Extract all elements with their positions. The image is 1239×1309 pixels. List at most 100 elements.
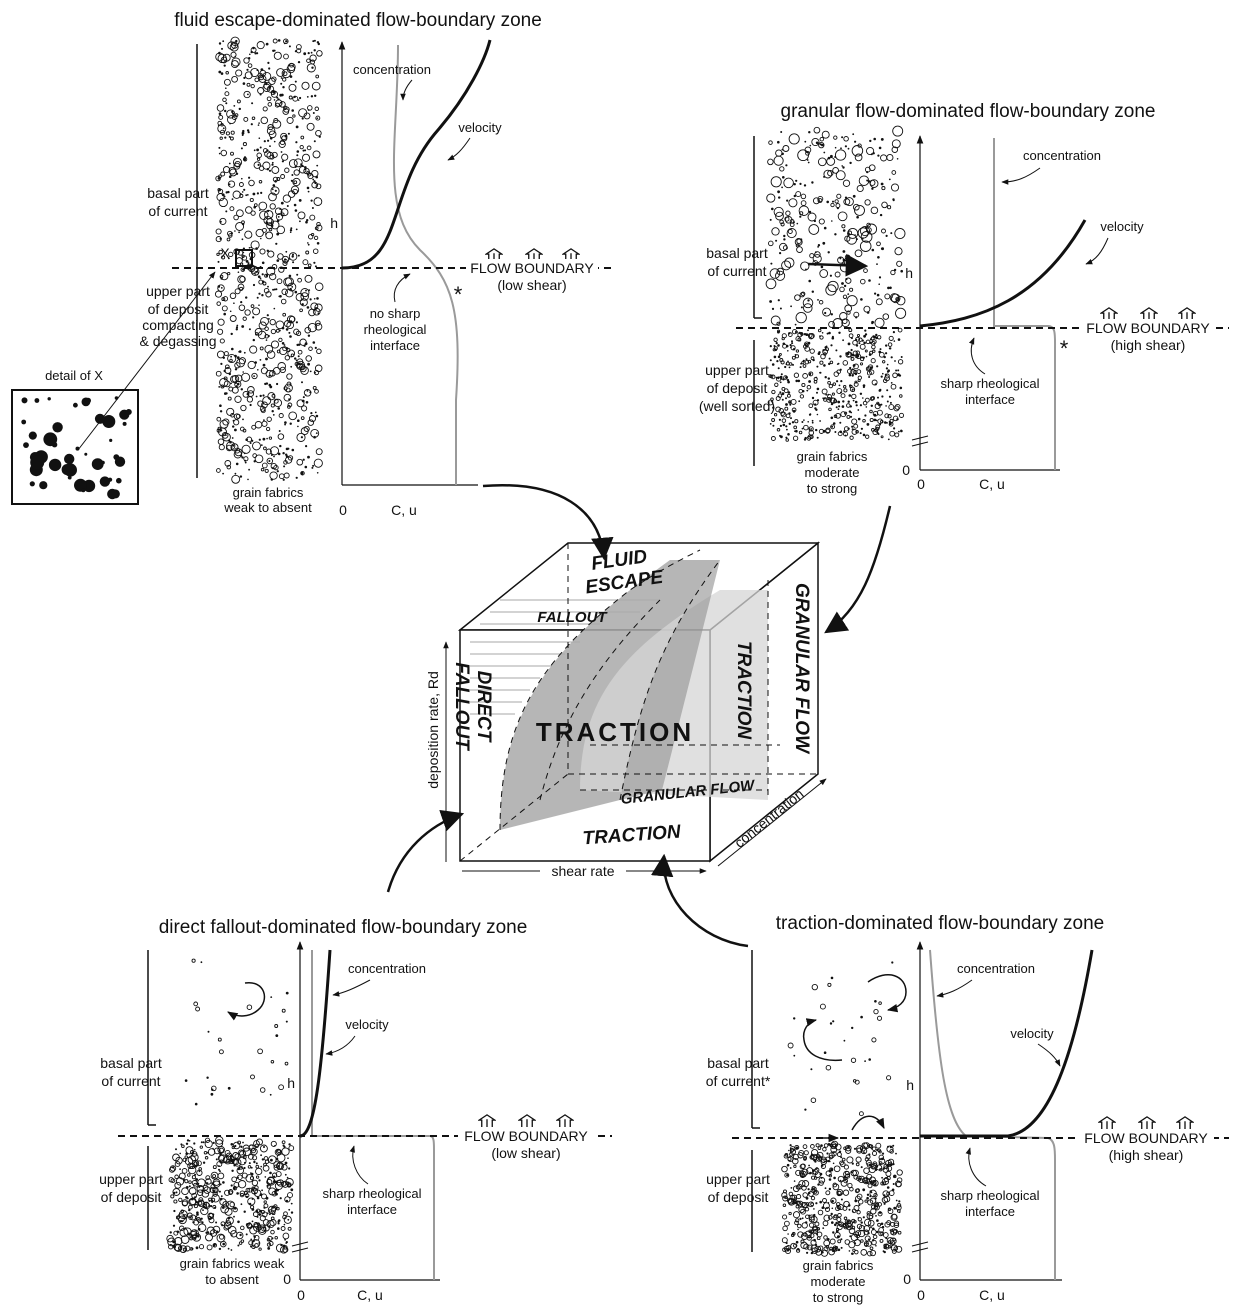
grain xyxy=(854,1206,859,1211)
grain xyxy=(830,361,833,364)
grain xyxy=(794,430,796,432)
grain xyxy=(294,357,296,359)
grain xyxy=(783,1226,788,1231)
grain xyxy=(832,201,834,203)
grain xyxy=(871,322,873,324)
grain xyxy=(851,1027,853,1029)
grain xyxy=(296,321,298,323)
grain xyxy=(317,51,323,57)
grain xyxy=(788,230,792,234)
grain xyxy=(898,431,900,433)
grain xyxy=(269,145,271,147)
grain xyxy=(860,432,862,434)
grain xyxy=(835,1222,837,1224)
grain xyxy=(804,184,806,186)
grain xyxy=(288,1167,290,1169)
grain xyxy=(803,1193,808,1198)
note-label-1: no sharp xyxy=(370,306,421,321)
grain xyxy=(777,377,779,379)
grain-column xyxy=(215,37,323,483)
grain xyxy=(793,436,797,440)
grain xyxy=(256,52,258,54)
h-label: h xyxy=(905,265,913,281)
grain xyxy=(773,349,775,351)
grain xyxy=(783,1215,787,1219)
grain xyxy=(236,223,244,231)
grain xyxy=(217,469,221,473)
grain xyxy=(232,475,240,483)
grain xyxy=(776,377,778,379)
grain xyxy=(232,58,240,66)
grain xyxy=(818,158,826,166)
grain xyxy=(829,1178,832,1181)
grain xyxy=(294,181,297,184)
grain xyxy=(269,437,271,439)
grain xyxy=(315,283,323,291)
grain xyxy=(212,1086,217,1091)
grain xyxy=(239,350,242,353)
grain xyxy=(853,400,855,402)
grain xyxy=(261,444,263,446)
grain xyxy=(315,107,319,111)
grain xyxy=(877,155,879,157)
grain xyxy=(769,241,774,246)
grain xyxy=(795,355,798,358)
concentration-arrow xyxy=(1002,168,1040,182)
grain xyxy=(232,437,234,439)
grain xyxy=(881,247,884,250)
upper-label-1: upper part xyxy=(705,362,769,378)
grain xyxy=(849,1250,851,1252)
grain xyxy=(823,176,825,178)
grain xyxy=(296,477,298,479)
grain xyxy=(303,52,306,55)
grain xyxy=(823,430,826,433)
grain xyxy=(845,352,847,354)
grain xyxy=(271,404,274,407)
grain xyxy=(294,170,299,175)
grain xyxy=(214,1207,216,1209)
grain xyxy=(874,293,876,295)
grain xyxy=(234,429,237,432)
grain xyxy=(802,428,804,430)
grain xyxy=(266,232,273,239)
grain xyxy=(883,314,889,320)
grain xyxy=(808,1165,810,1167)
grain xyxy=(831,403,833,405)
grain xyxy=(854,141,856,143)
grain xyxy=(864,306,870,312)
grain xyxy=(233,191,240,198)
concentration-label: concentration xyxy=(957,961,1035,976)
grain xyxy=(298,355,300,357)
grain xyxy=(241,1203,243,1205)
grain xyxy=(897,261,902,266)
grain xyxy=(242,371,244,373)
grain xyxy=(824,1240,830,1246)
grain xyxy=(65,463,75,473)
grain xyxy=(192,1176,195,1179)
grain xyxy=(775,383,778,386)
grain xyxy=(224,79,230,85)
grain xyxy=(828,332,831,335)
grain xyxy=(273,39,277,43)
grain xyxy=(303,396,305,398)
grain xyxy=(878,404,881,407)
grain xyxy=(279,330,281,332)
grain xyxy=(258,1213,261,1216)
grain xyxy=(269,375,271,377)
grain xyxy=(877,1016,881,1020)
grain xyxy=(809,211,811,213)
grain xyxy=(860,393,862,395)
grain xyxy=(177,1231,180,1234)
grain xyxy=(785,376,788,379)
grain xyxy=(218,386,220,388)
grain xyxy=(228,1226,236,1234)
grain xyxy=(223,127,225,129)
arrow-fallout-to-cube xyxy=(388,814,462,892)
grain xyxy=(249,247,251,249)
grain xyxy=(278,453,281,456)
grain xyxy=(848,343,851,346)
grain xyxy=(276,321,284,329)
grain xyxy=(270,1159,273,1162)
grain xyxy=(849,1209,851,1211)
grain xyxy=(270,204,275,209)
